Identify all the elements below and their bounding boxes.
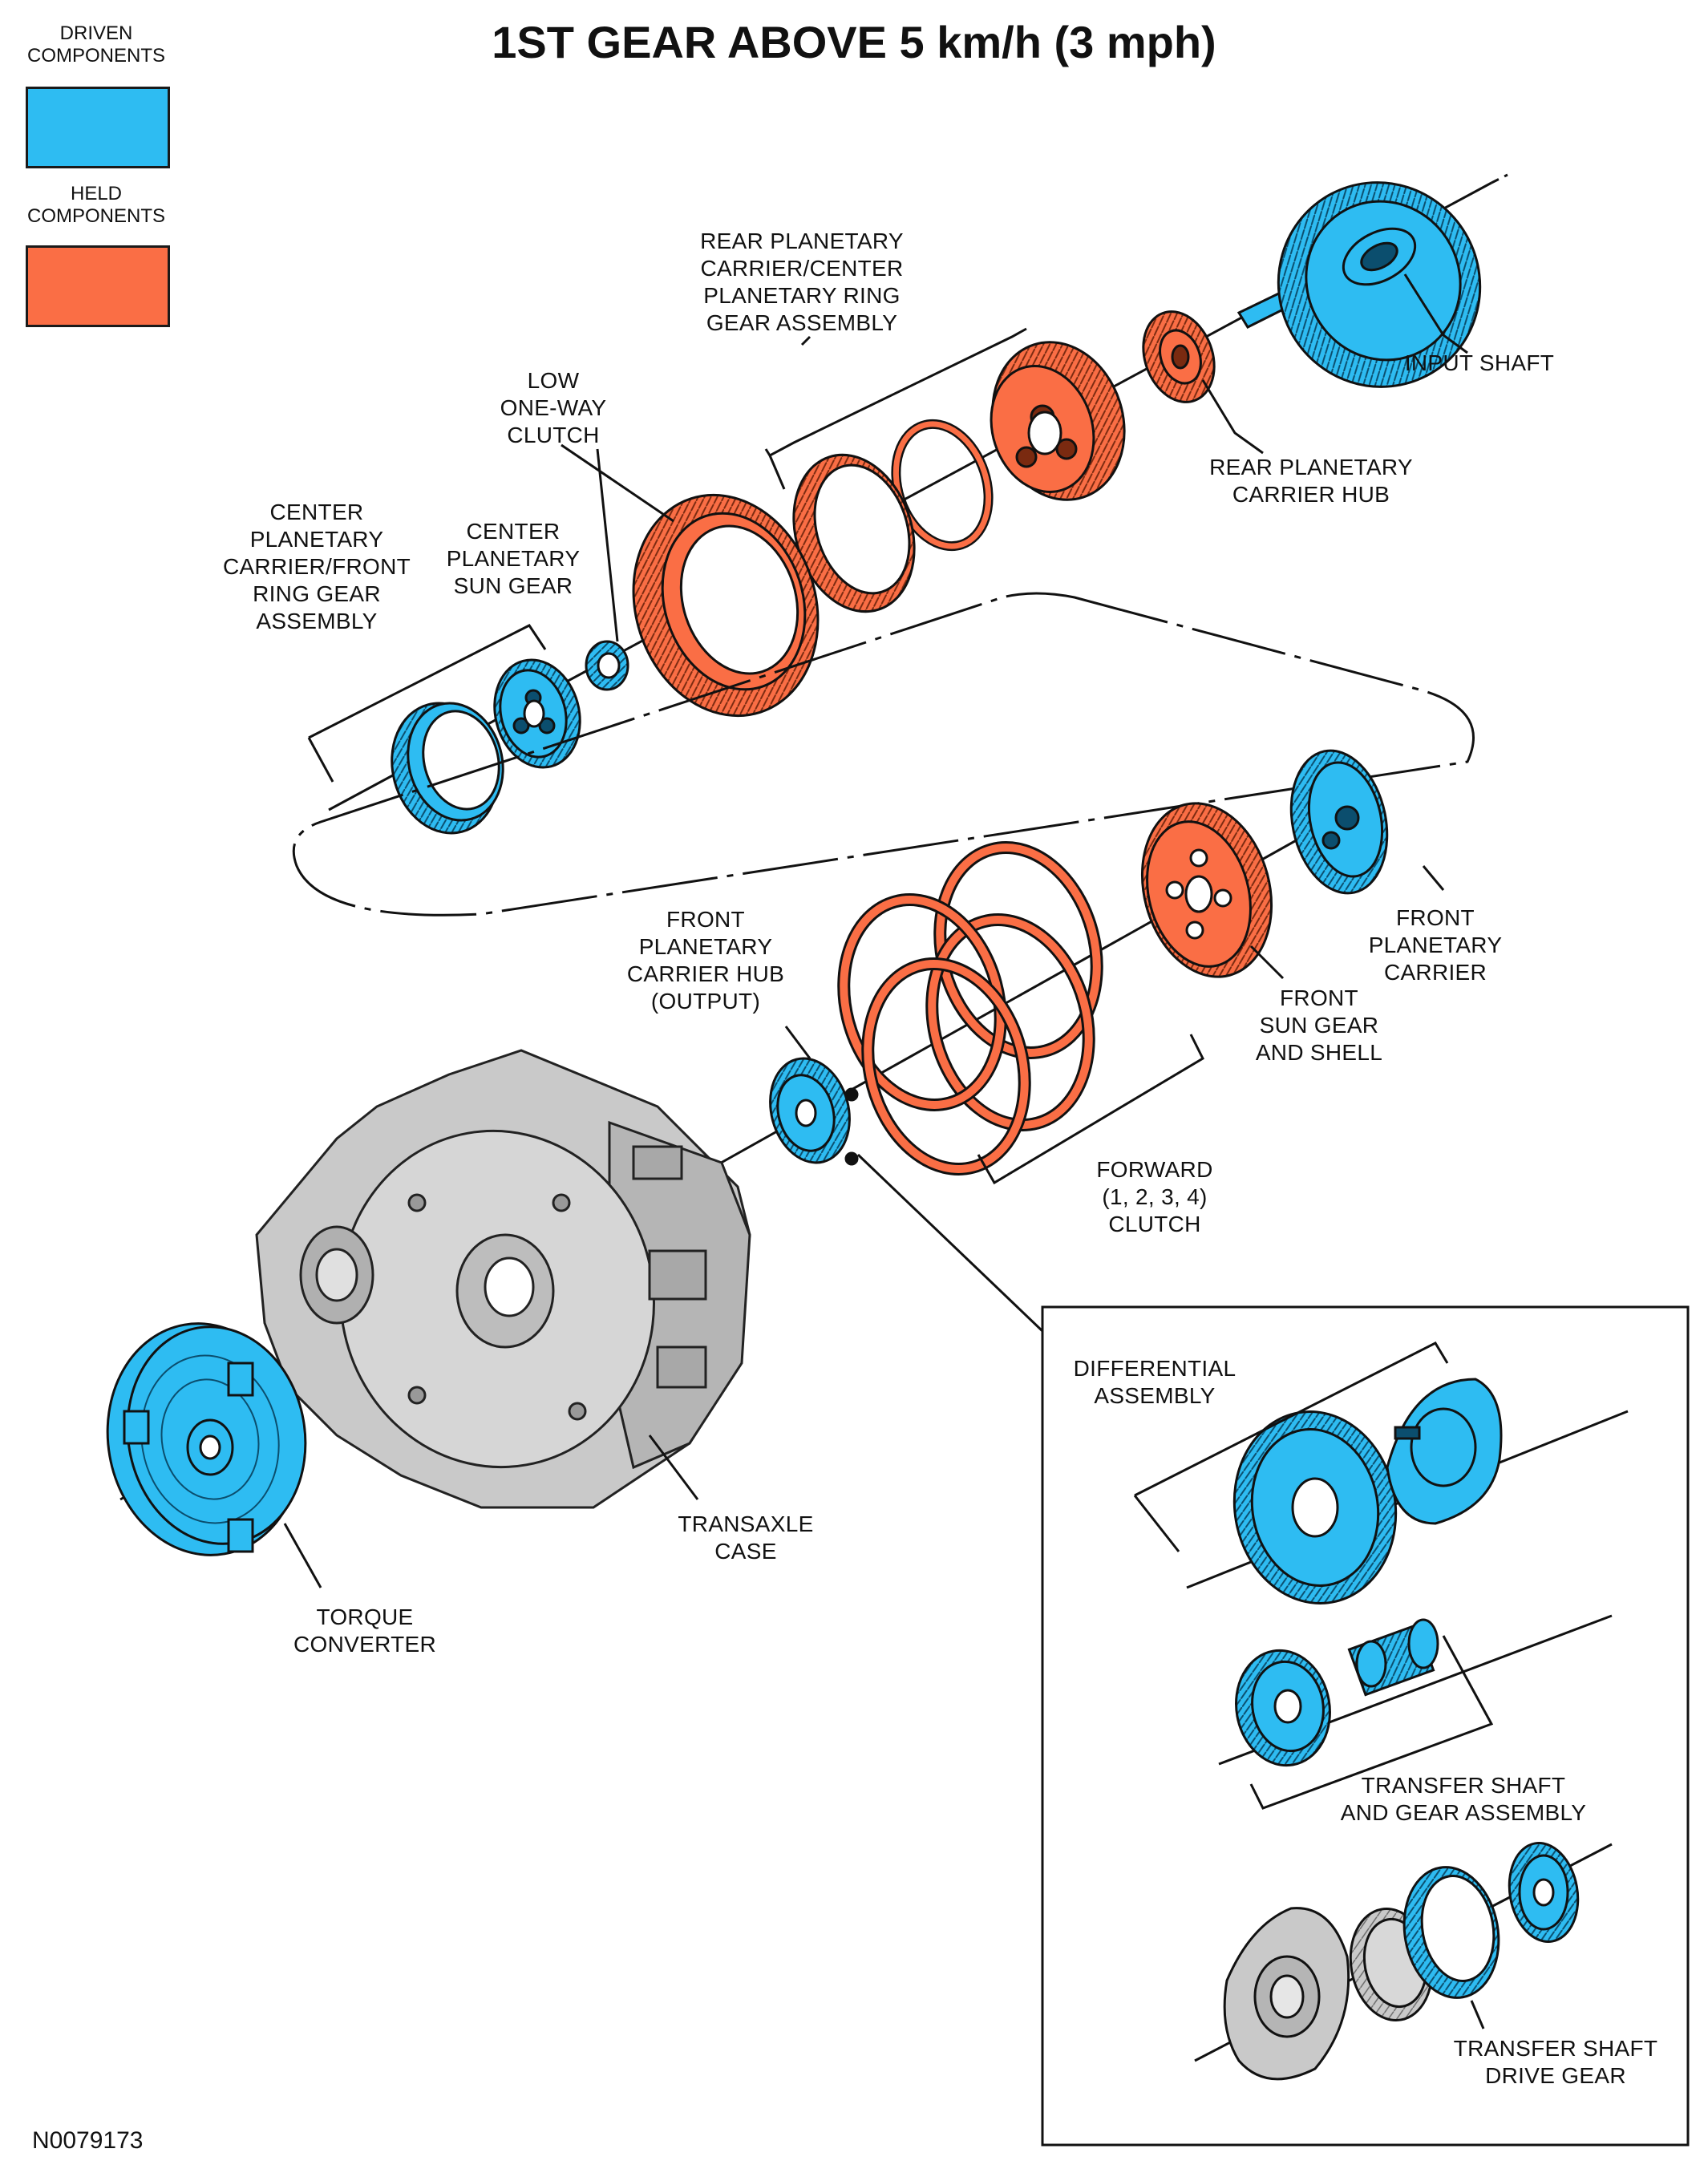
label-front-planetary-carrier: FRONT PLANETARY CARRIER — [1368, 905, 1503, 985]
center-planetary-sun-gear — [585, 640, 629, 691]
front-ring-gear — [391, 702, 504, 835]
label-input-shaft: INPUT SHAFT — [1404, 350, 1555, 375]
page-title: 1ST GEAR ABOVE 5 km/h (3 mph) — [492, 17, 1216, 67]
label-differential-assembly: DIFFERENTIAL ASSEMBLY — [1073, 1356, 1236, 1408]
leader-lines — [283, 273, 1468, 1588]
transfer-shaft-gear-assembly — [1218, 1614, 1613, 1810]
center-planetary-carrier — [493, 658, 581, 769]
inset-box — [1041, 1305, 1690, 2147]
center-planetary-ring-gear — [792, 453, 916, 613]
front-sun-gear-shell — [1140, 802, 1273, 978]
label-transaxle-case: TRANSAXLE CASE — [678, 1511, 814, 1564]
input-shaft — [1236, 181, 1482, 388]
connection-loop — [292, 592, 1475, 917]
label-rear-planetary-carrier-assembly: REAR PLANETARY CARRIER/CENTER PLANETARY … — [700, 229, 904, 335]
low-one-way-clutch — [632, 493, 820, 718]
transfer-shaft-drive-gear — [1194, 1842, 1613, 2081]
figure-id: N0079173 — [32, 2127, 144, 2154]
label-transfer-shaft-drive-gear: TRANSFER SHAFT DRIVE GEAR — [1453, 2036, 1658, 2088]
label-low-one-way-clutch: LOW ONE-WAY CLUTCH — [500, 368, 607, 447]
legend-held-swatch — [26, 245, 170, 327]
label-center-planetary-sun-gear: CENTER PLANETARY SUN GEAR — [446, 519, 581, 598]
differential-assembly — [1133, 1341, 1629, 1604]
label-transfer-shaft-gear-assembly: TRANSFER SHAFT AND GEAR ASSEMBLY — [1340, 1773, 1587, 1825]
front-planetary-carrier-hub — [769, 1057, 859, 1166]
forward-clutch-plates — [837, 841, 1103, 1176]
label-forward-clutch: FORWARD (1, 2, 3, 4) CLUTCH — [1096, 1157, 1213, 1236]
legend-held-label: HELD COMPONENTS — [26, 183, 165, 227]
label-torque-converter: TORQUE CONVERTER — [293, 1604, 436, 1657]
torque-converter — [106, 1322, 307, 1556]
legend-driven-label: DRIVEN COMPONENTS — [26, 22, 165, 67]
rear-planetary-carrier-assembly — [990, 341, 1126, 501]
label-front-sun-gear-shell: FRONT SUN GEAR AND SHELL — [1255, 985, 1383, 1065]
label-front-planetary-carrier-hub: FRONT PLANETARY CARRIER HUB (OUTPUT) — [626, 907, 785, 1014]
label-center-planetary-carrier-assembly: CENTER PLANETARY CARRIER/FRONT RING GEAR… — [222, 500, 411, 633]
front-planetary-carrier — [1289, 749, 1389, 895]
label-rear-planetary-carrier-hub: REAR PLANETARY CARRIER HUB — [1209, 455, 1413, 507]
legend-driven-swatch — [26, 87, 170, 168]
rear-planetary-carrier-hub — [1142, 310, 1216, 403]
transaxle-case — [255, 1049, 751, 1509]
